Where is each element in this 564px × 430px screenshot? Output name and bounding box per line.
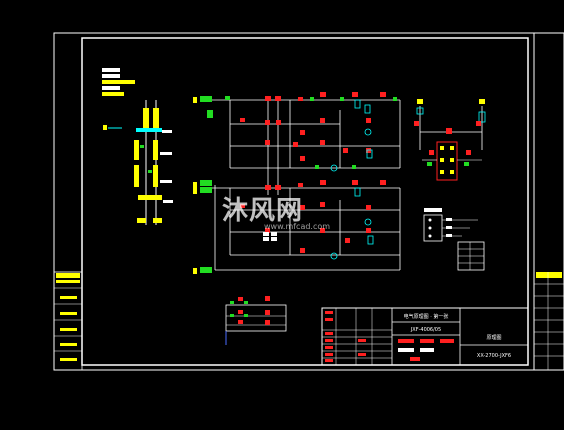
main-ladder-lower-components	[193, 180, 386, 274]
watermark-logo: 沐风网	[222, 196, 304, 226]
legend-block	[102, 68, 135, 96]
watermark-url: www.mfcad.com	[264, 222, 331, 231]
right-revision-strip	[534, 272, 564, 370]
title-block-sheet-name: 原理图	[486, 335, 501, 341]
left-revision-strip	[53, 271, 83, 371]
title-block-drawing-no: JXF-4006/05	[410, 327, 441, 333]
main-ladder-upper	[200, 96, 401, 195]
bottom-left-circuit	[225, 296, 287, 345]
title-block-title: 电气原理图 · 第一张	[404, 313, 449, 320]
right-lower-schematic	[423, 208, 485, 271]
main-ladder-upper-components	[193, 92, 397, 172]
sheet-frame	[53, 32, 564, 371]
title-block-footer-code: XX-2700-JXF6	[477, 353, 511, 359]
right-upper-schematic	[414, 99, 486, 181]
main-ladder-lower	[200, 185, 401, 271]
title-block: 电气原理图 · 第一张 JXF-4006/05 原理图 XX-2700-JXF6	[321, 307, 529, 366]
left-vertical-circuit	[103, 100, 173, 225]
